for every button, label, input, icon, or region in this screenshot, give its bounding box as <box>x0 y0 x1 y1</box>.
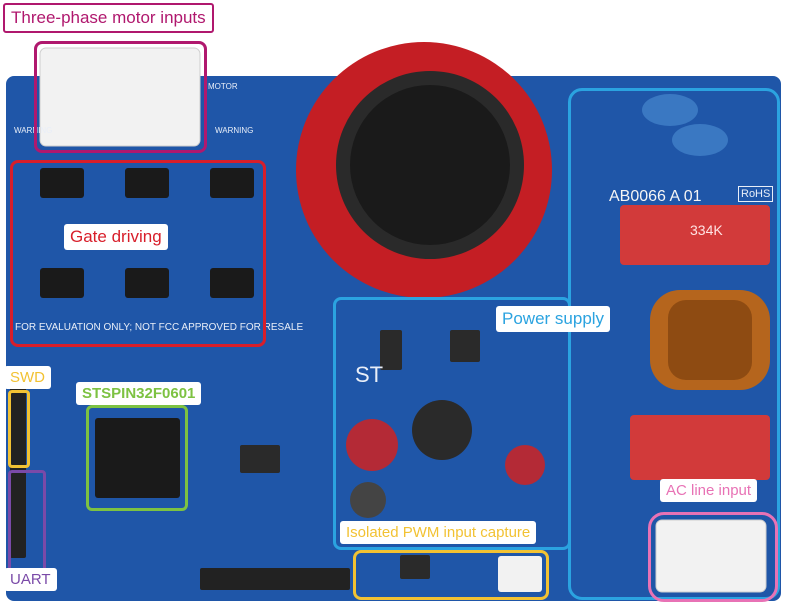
power-inductor <box>412 400 472 460</box>
filter-cap-value: 334K <box>690 222 723 238</box>
uart-box <box>8 470 46 572</box>
board-id: AB0066 A 01 <box>609 188 702 205</box>
power-supply-box-right <box>568 88 780 600</box>
gate-driving-box <box>10 160 266 347</box>
bottom-pin-header <box>200 568 350 590</box>
warning-text-2: WARNING <box>14 126 53 135</box>
small-components <box>240 330 480 579</box>
motor-silk: MOTOR <box>208 82 238 91</box>
electrolytic-cap-3 <box>350 482 386 518</box>
warning-text-1: WARNING <box>215 126 254 135</box>
mcu-label: STSPIN32F0601 <box>76 382 202 405</box>
swd-header <box>10 378 26 558</box>
ac-connector <box>655 519 767 593</box>
gate-driving-label: Gate driving <box>64 224 168 250</box>
gate-mosfets <box>40 168 254 298</box>
bulk-capacitor <box>296 42 552 298</box>
inductor <box>650 290 770 390</box>
motor-connector <box>39 47 201 147</box>
power-supply-box <box>333 297 571 550</box>
x2-capacitor-top <box>620 205 770 265</box>
motor-inputs-label: Three-phase motor inputs <box>3 3 214 33</box>
mcu-box <box>86 405 188 511</box>
st-logo: ST <box>355 362 383 387</box>
pwm-capture-label: Isolated PWM input capture <box>340 521 537 544</box>
motor-inputs-box <box>34 41 207 153</box>
swd-box <box>8 390 30 468</box>
pwm-connector <box>498 556 542 592</box>
pwm-capture-box <box>353 550 549 600</box>
ac-line-box <box>648 512 778 602</box>
fcc-note: FOR EVALUATION ONLY; NOT FCC APPROVED FO… <box>15 322 304 333</box>
swd-label: SWD <box>4 366 51 389</box>
electrolytic-cap-1 <box>346 419 398 471</box>
ac-line-label: AC line input <box>660 479 758 502</box>
x2-capacitor-bottom <box>630 415 770 480</box>
power-supply-label: Power supply <box>496 306 611 332</box>
y-capacitor-1 <box>642 94 698 126</box>
uart-label: UART <box>4 568 57 591</box>
rohs-mark: RoHS <box>738 186 774 202</box>
y-capacitor-2 <box>672 124 728 156</box>
mcu-chip <box>95 418 180 498</box>
electrolytic-cap-2 <box>505 445 545 485</box>
